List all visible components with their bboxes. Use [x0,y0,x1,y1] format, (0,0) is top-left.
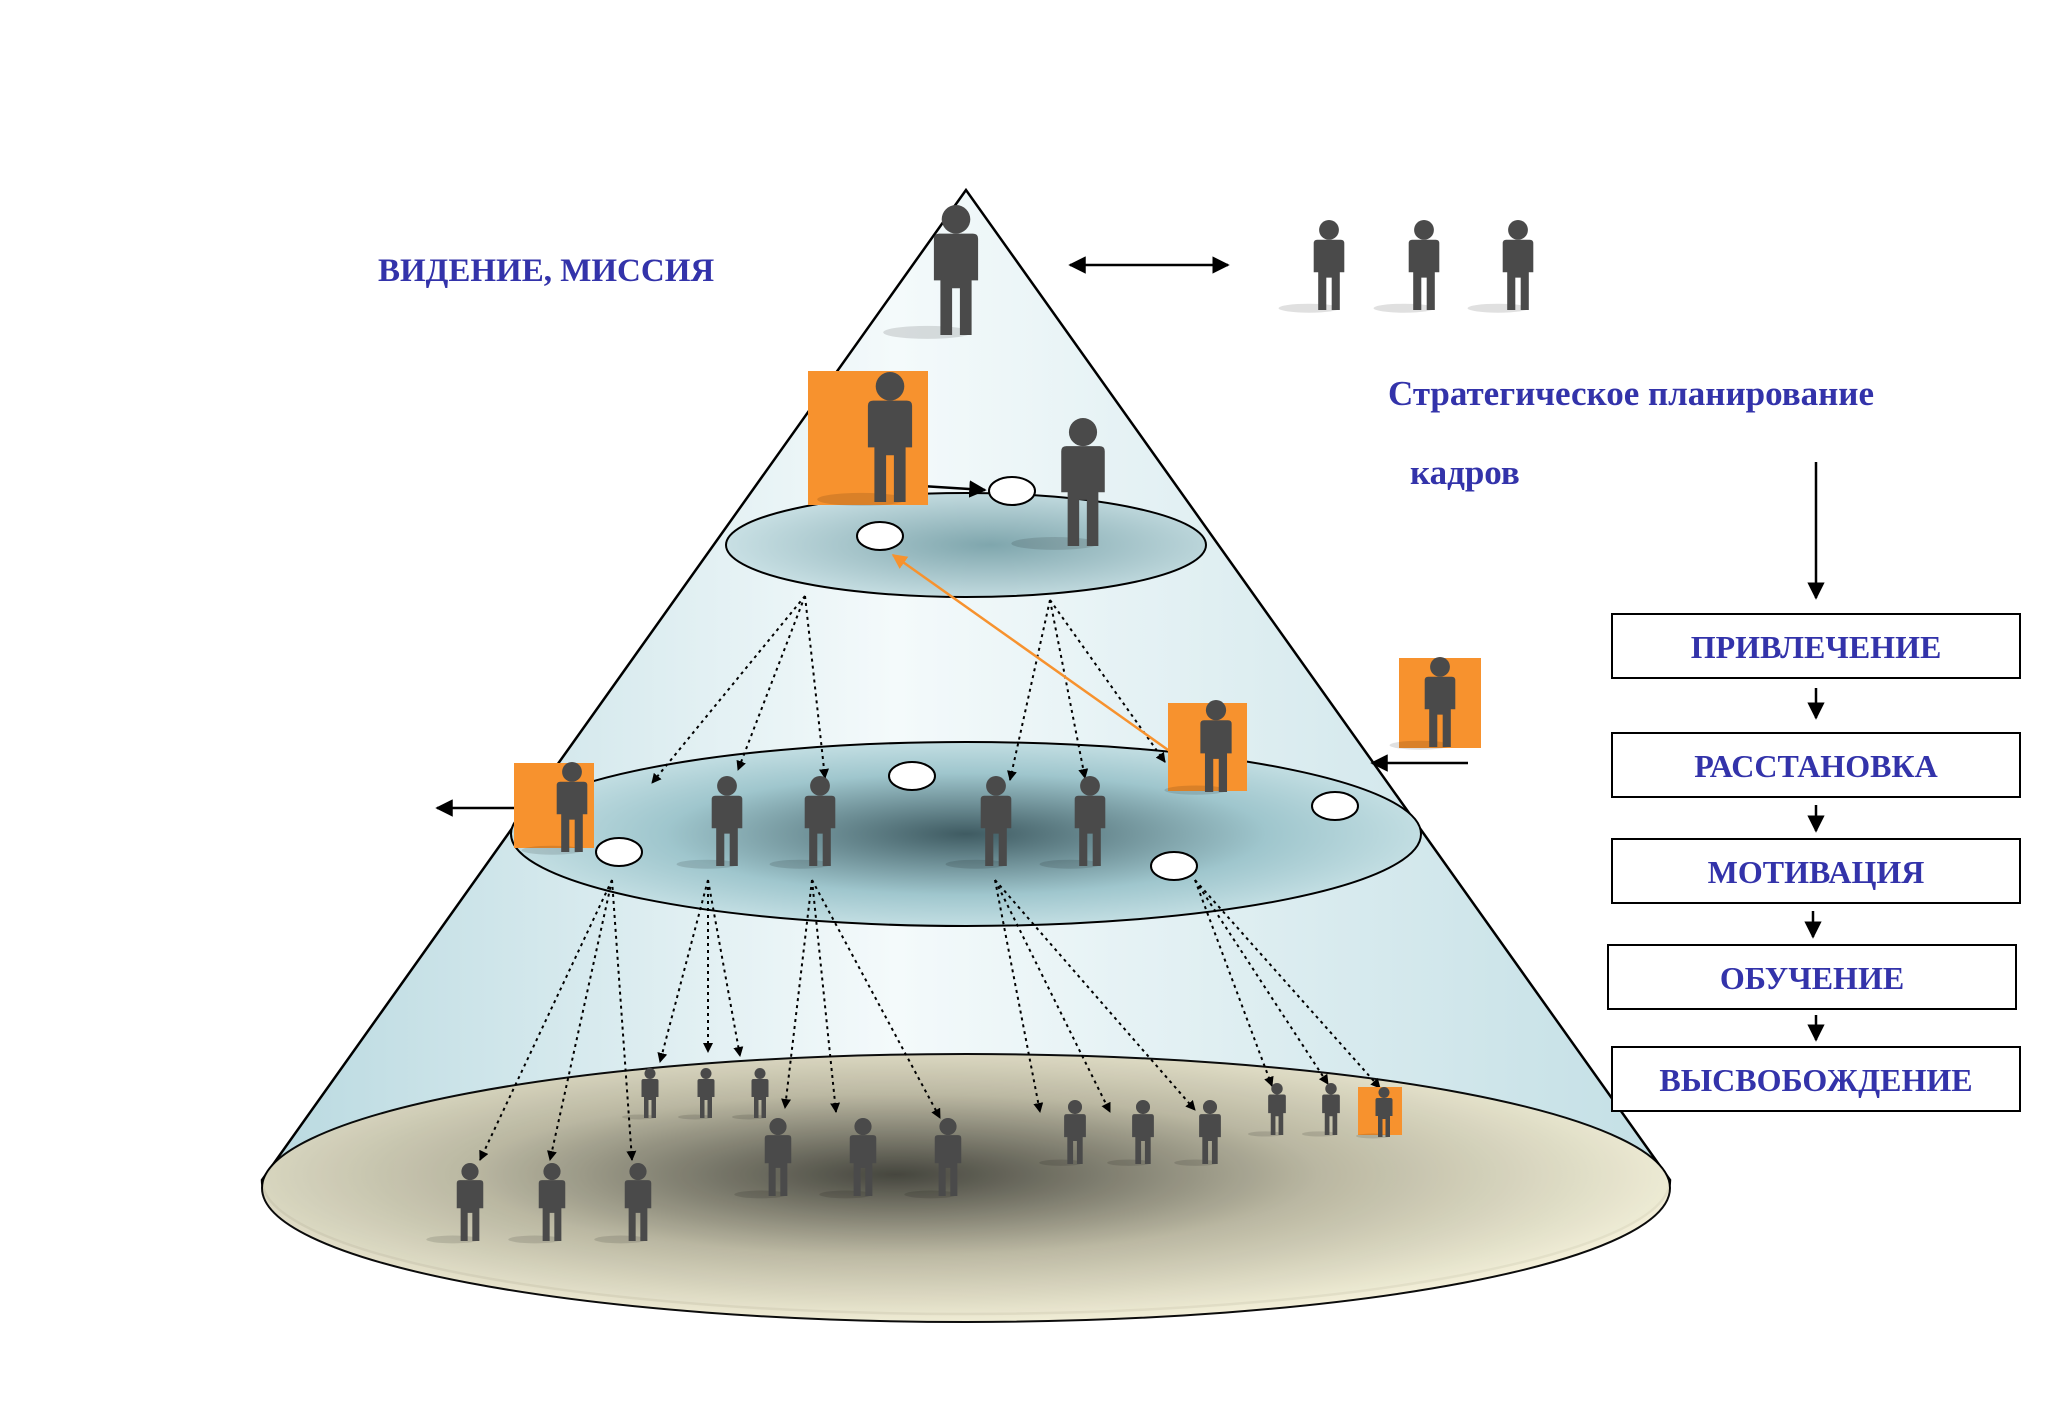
process-step-attraction: ПРИВЛЕЧЕНИЕ [1611,613,2021,679]
strategic-planning-label: Стратегическое планирование [1388,374,1874,413]
middle-to-base-arrows [479,879,1381,1161]
person-icon [1278,220,1345,313]
process-step-motivation: МОТИВАЦИЯ [1611,838,2021,904]
process-step-placement: РАССТАНОВКА [1611,732,2021,798]
vacancy-ovals [595,476,1359,881]
hr-process-steps: ПРИВЛЕЧЕНИЕ РАССТАНОВКА МОТИВАЦИЯ ОБУЧЕН… [1607,613,2021,1112]
base-tier [261,1053,1671,1323]
vacancy-oval-icon [988,476,1036,506]
top-tier [725,492,1207,598]
process-step-label: ПРИВЛЕЧЕНИЕ [1691,629,1942,665]
process-step-label: ОБУЧЕНИЕ [1720,960,1904,996]
process-step-training: ОБУЧЕНИЕ [1607,944,2017,1010]
person-icon [1373,220,1440,313]
person-icon [1467,220,1534,313]
vacancy-oval-icon [888,761,936,791]
vacancy-oval-icon [856,521,904,551]
strategic-planning-label-line2: кадров [1410,453,1520,492]
process-step-label: ВЫСВОБОЖДЕНИЕ [1659,1062,1972,1098]
process-step-label: РАССТАНОВКА [1694,748,1937,784]
vacancy-oval-icon [595,837,643,867]
top-to-middle-arrows [651,595,1166,784]
vision-mission-label: ВИДЕНИЕ, МИССИЯ [378,253,714,289]
vacancy-oval-icon [1150,851,1198,881]
vacancy-oval-icon [1311,791,1359,821]
promotion-arrow [891,553,1179,759]
process-step-label: МОТИВАЦИЯ [1708,854,1925,890]
process-step-release: ВЫСВОБОЖДЕНИЕ [1611,1046,2021,1112]
middle-tier [510,741,1422,927]
